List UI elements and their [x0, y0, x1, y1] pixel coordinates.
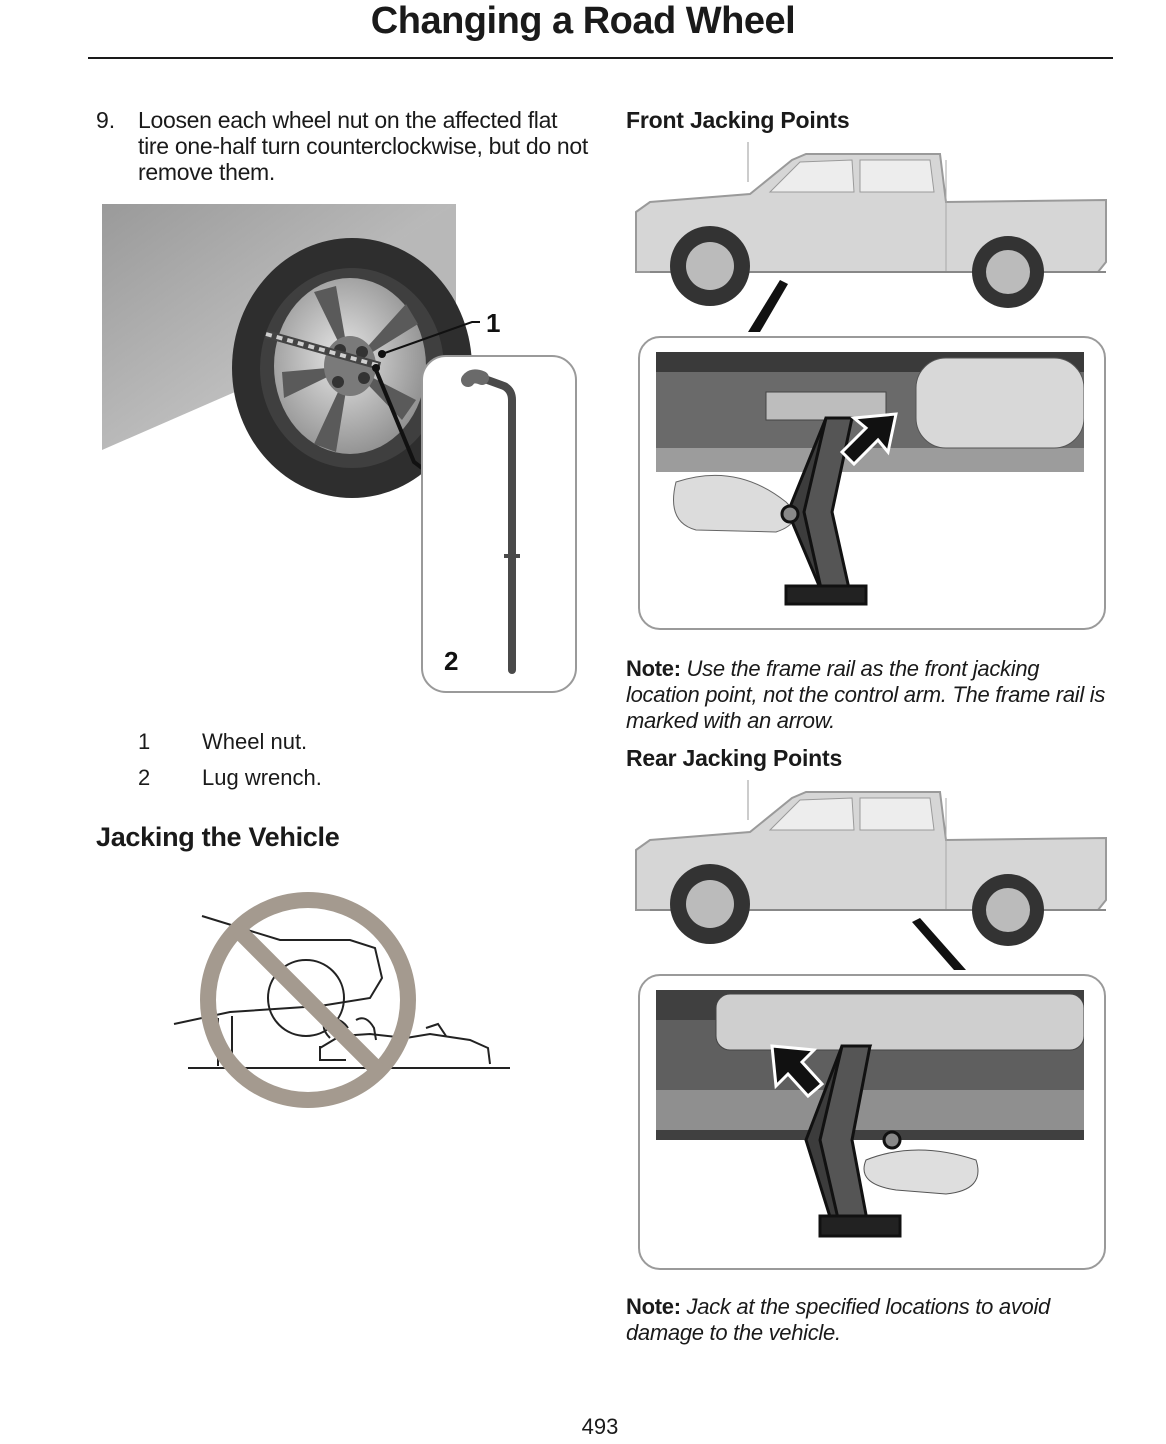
callout-2-leader	[374, 369, 424, 470]
legend-num-2: 2	[138, 765, 151, 790]
prohibition-slash	[232, 924, 384, 1076]
front-note-text: Use the frame rail as the front jacking …	[626, 656, 1106, 733]
rear-jacking-heading: Rear Jacking Points	[626, 745, 843, 771]
section-heading-jacking: Jacking the Vehicle	[96, 822, 340, 852]
step-text: Loosen each wheel nut on the affected fl…	[138, 107, 588, 185]
scissor-jack-icon	[804, 1044, 902, 1238]
rear-frame-rail-arrow	[770, 1044, 825, 1099]
wheel-nut-figure: 1 2	[102, 204, 577, 693]
rear-jack-pointer	[912, 918, 966, 970]
front-jacking-heading: Front Jacking Points	[626, 107, 850, 133]
legend-label-2: Lug wrench.	[202, 765, 322, 790]
rear-note: Note: Jack at the specified locations to…	[626, 1294, 1116, 1346]
scissor-jack-icon	[780, 416, 868, 606]
rear-jack-detail-figure	[656, 990, 1084, 1238]
callout-1-leader	[381, 321, 480, 355]
front-frame-rail-arrow	[839, 412, 898, 467]
callout-2-label: 2	[444, 646, 458, 676]
page-number: 493	[581, 1414, 619, 1439]
rear-jacking-truck-figure	[635, 780, 1107, 970]
callout-1-label: 1	[486, 308, 500, 338]
front-note-label: Note:	[626, 656, 681, 681]
prohibition-circle	[200, 892, 416, 1108]
rear-note-label: Note:	[626, 1294, 681, 1319]
front-jacking-truck-figure	[635, 142, 1107, 332]
lug-wrench-callout-box	[421, 355, 577, 693]
page-title: Changing a Road Wheel	[370, 0, 796, 42]
front-jack-detail-figure	[656, 352, 1084, 606]
step-number: 9.	[96, 107, 116, 133]
front-jack-pointer	[748, 280, 788, 332]
rear-note-text: Jack at the specified locations to avoid…	[626, 1294, 1050, 1345]
legend-num-1: 1	[138, 729, 151, 754]
legend-label-1: Wheel nut.	[202, 729, 308, 754]
title-divider	[88, 57, 1113, 59]
front-note: Note: Use the frame rail as the front ja…	[626, 656, 1116, 734]
no-crawling-under-vehicle-icon	[173, 892, 510, 1108]
